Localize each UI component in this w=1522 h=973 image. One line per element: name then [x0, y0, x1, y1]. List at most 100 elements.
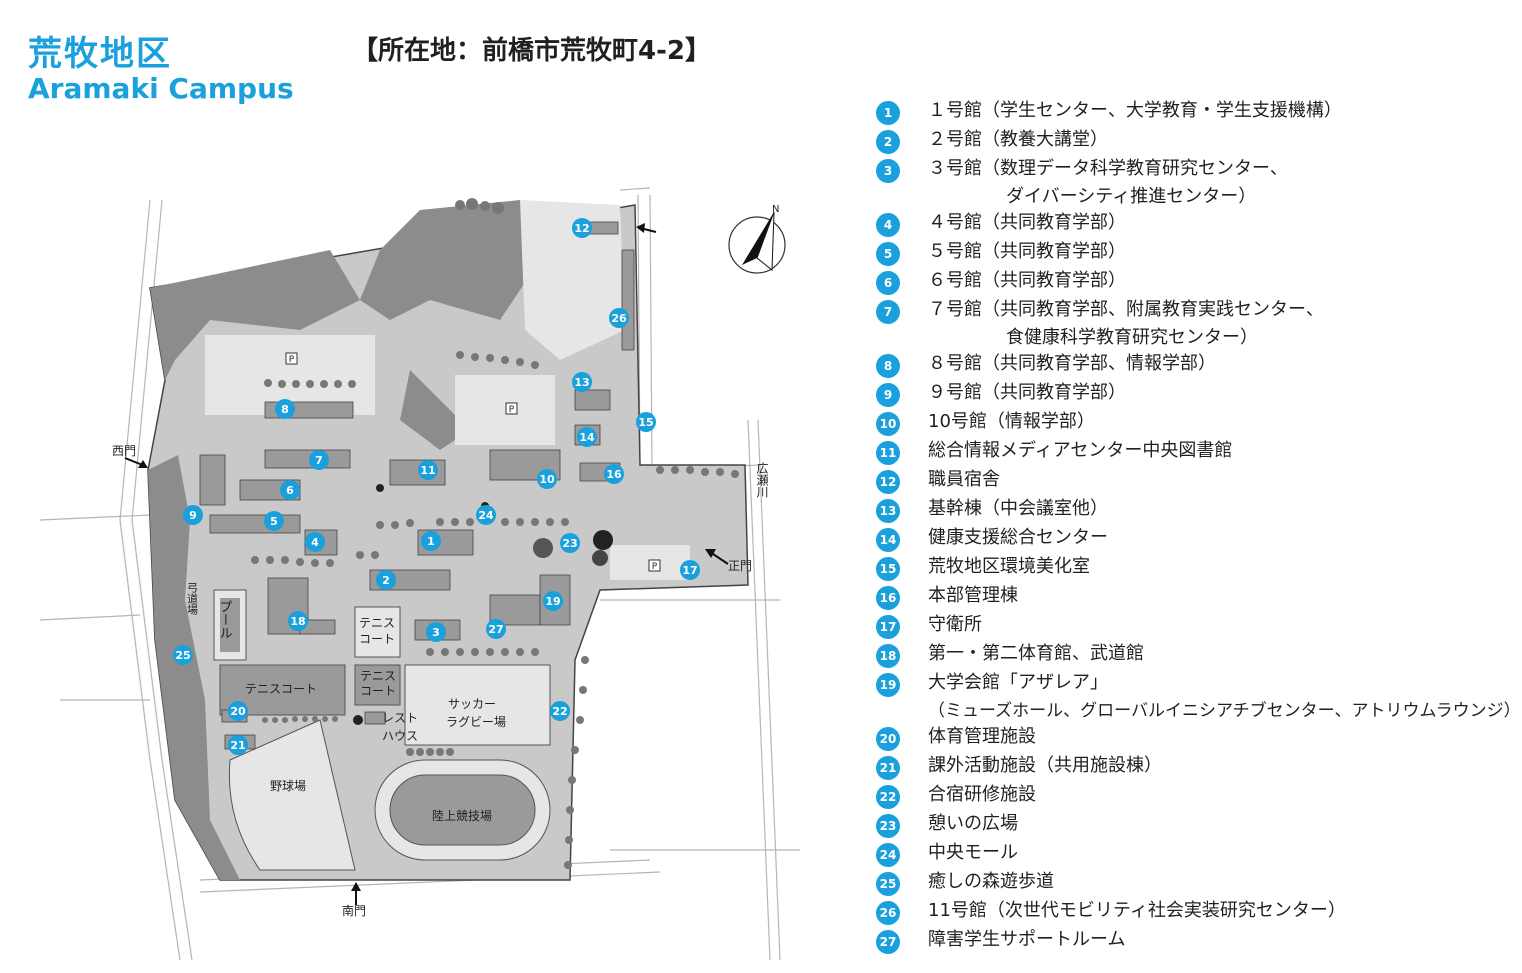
legend-number-badge: 24 — [876, 843, 900, 867]
label-tennis-2b: コート — [360, 684, 396, 698]
legend-number-badge: 20 — [876, 727, 900, 751]
map-marker-19: 19 — [543, 591, 563, 611]
legend-number-badge: 6 — [876, 271, 900, 295]
label-river: 広瀬川 — [755, 462, 769, 498]
label-rest-b: ハウス — [382, 729, 418, 743]
legend-number-badge: 2 — [876, 130, 900, 154]
map-marker-10: 10 — [537, 469, 557, 489]
legend-label: 中央モール — [928, 842, 1018, 863]
pool-water — [220, 598, 240, 652]
label-tennis-wide: テニスコート — [245, 682, 317, 696]
forest-west — [148, 455, 240, 880]
map-marker-12: 12 — [572, 218, 592, 238]
plaza-dark-2 — [593, 530, 613, 550]
legend-item: 24 中央モール — [876, 840, 1516, 868]
svg-text:17: 17 — [682, 564, 697, 577]
baseball-field — [228, 719, 356, 871]
legend-label: 第一・第二体育館、武道館 — [928, 643, 1144, 664]
legend-label: 守衛所 — [928, 614, 982, 635]
legend-label: 健康支援総合センター — [928, 527, 1108, 548]
legend-label-continued: （ミューズホール、グローバルイニシアチブセンター、アトリウムラウンジ） — [928, 701, 1521, 721]
svg-text:9: 9 — [189, 509, 197, 522]
legend-number-badge: 21 — [876, 756, 900, 780]
legend-number-badge: 17 — [876, 615, 900, 639]
legend-number-badge: 11 — [876, 441, 900, 465]
svg-text:27: 27 — [488, 623, 503, 636]
legend-item: 6 ６号館（共同教育学部） — [876, 268, 1516, 296]
svg-text:P: P — [289, 355, 295, 365]
legend-label-continued: ダイバーシティ推進センター） — [1006, 186, 1257, 207]
legend-number-badge: 12 — [876, 470, 900, 494]
soccer-field — [404, 664, 551, 746]
svg-text:23: 23 — [562, 537, 577, 550]
svg-text:22: 22 — [552, 705, 567, 718]
parking-area-2 — [455, 375, 555, 445]
legend-label: 11号館（次世代モビリティ社会実装研究センター） — [928, 900, 1346, 921]
campus-address: 【所在地：前橋市荒牧町4-2】 — [352, 36, 711, 66]
map-marker-11: 11 — [418, 460, 438, 480]
legend-number-badge: 9 — [876, 383, 900, 407]
label-soccer-a: サッカー — [448, 697, 496, 711]
forest-center — [400, 370, 470, 450]
legend-label: 障害学生サポートルーム — [928, 929, 1126, 950]
map-marker-8: 8 — [275, 399, 295, 419]
legend-number-badge: 3 — [876, 159, 900, 183]
legend-number-badge: 18 — [876, 644, 900, 668]
map-marker-16: 16 — [604, 464, 624, 484]
map-marker-26: 26 — [609, 308, 629, 328]
legend-item: 10 10号館（情報学部） — [876, 409, 1516, 437]
track-inner — [389, 774, 536, 846]
svg-text:5: 5 — [270, 515, 278, 528]
map-marker-24: 24 — [476, 505, 496, 525]
legend-label-continued: 食健康科学教育研究センター） — [1006, 327, 1258, 348]
map-marker-3: 3 — [426, 622, 446, 642]
legend-item: 17 守衛所 — [876, 612, 1516, 640]
svg-text:20: 20 — [230, 705, 246, 718]
north-field — [520, 200, 625, 360]
legend-label: ４号館（共同教育学部） — [928, 212, 1126, 233]
map-text-labels: 西門 南門 正門 広瀬川 弓道場 プール テニス コート テニスコート テニス … — [112, 444, 769, 918]
legend-number-badge: 23 — [876, 814, 900, 838]
legend-item: 21 課外活動施設（共用施設棟） — [876, 753, 1516, 781]
legend-number-badge: 5 — [876, 242, 900, 266]
svg-text:12: 12 — [574, 222, 589, 235]
map-marker-18: 18 — [288, 611, 308, 631]
legend-number-badge: 25 — [876, 872, 900, 896]
legend-label: 体育管理施設 — [928, 726, 1036, 747]
map-marker-23: 23 — [560, 533, 580, 553]
legend-label: 課外活動施設（共用施設棟） — [928, 755, 1162, 776]
legend-label: ６号館（共同教育学部） — [928, 270, 1126, 291]
map-marker-27: 27 — [486, 619, 506, 639]
svg-text:7: 7 — [315, 454, 323, 467]
legend-number-badge: 10 — [876, 412, 900, 436]
legend-number-badge: 1 — [876, 101, 900, 125]
parking-markers: P P P — [285, 352, 661, 572]
svg-text:26: 26 — [611, 312, 627, 325]
map-markers[interactable]: 1 2 3 4 5 6 7 8 9 10 11 12 13 14 15 16 1… — [173, 218, 700, 755]
legend-label: 憩いの広場 — [928, 813, 1018, 834]
label-tennis-1b: コート — [359, 632, 395, 646]
svg-text:P: P — [509, 405, 515, 415]
legend-number-badge: 19 — [876, 673, 900, 697]
label-rest-a: レスト — [382, 711, 418, 725]
legend-label: ８号館（共同教育学部、情報学部） — [928, 353, 1216, 374]
svg-text:19: 19 — [545, 595, 560, 608]
legend-label: 10号館（情報学部） — [928, 411, 1095, 432]
campus-title-en: Aramaki Campus — [28, 72, 294, 105]
compass: N — [728, 204, 786, 274]
tennis-court-small — [354, 664, 401, 706]
